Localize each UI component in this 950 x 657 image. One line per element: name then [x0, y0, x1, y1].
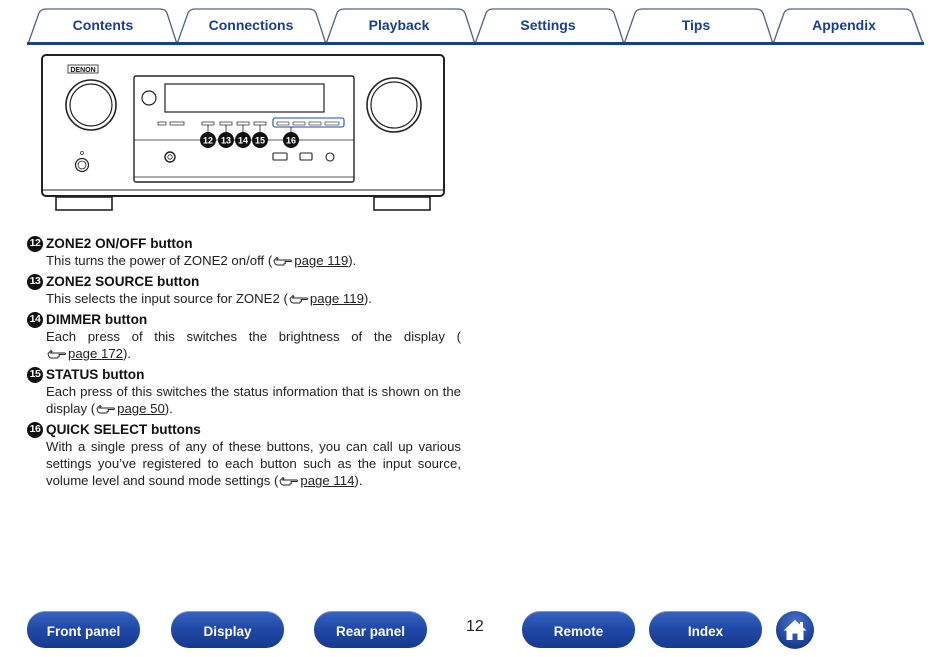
tab-appendix[interactable]: Appendix [812, 17, 876, 33]
tab-playback[interactable]: Playback [368, 17, 430, 33]
item-text-tail: ). [363, 291, 372, 306]
tab-contents[interactable]: Contents [72, 17, 134, 33]
page-link[interactable]: page 119 [294, 253, 349, 268]
tab-underline [27, 42, 924, 45]
item-text-tail: ). [354, 473, 363, 488]
rear-panel-button[interactable]: Rear panel [314, 611, 427, 648]
item-text-tail: ). [348, 253, 357, 268]
remote-button[interactable]: Remote [522, 611, 635, 648]
item-number: 15 [27, 366, 43, 383]
display-button[interactable]: Display [171, 611, 284, 648]
item-status: 15 STATUS button Each press of this swit… [27, 366, 461, 417]
page-link[interactable]: page 50 [117, 401, 165, 416]
item-title: QUICK SELECT buttons [46, 422, 201, 437]
item-text: This selects the input source for ZONE2 … [46, 291, 288, 306]
item-dimmer: 14 DIMMER button Each press of this swit… [27, 311, 461, 362]
item-title: ZONE2 SOURCE button [46, 274, 200, 289]
page-link[interactable]: page 119 [309, 291, 364, 306]
item-title: STATUS button [46, 367, 145, 382]
pointing-hand-icon [289, 294, 309, 304]
item-text-tail: ). [164, 401, 173, 416]
tab-settings[interactable]: Settings [520, 17, 576, 33]
item-text: Each press of this switches the status i… [46, 384, 461, 416]
item-number: 12 [27, 235, 43, 252]
item-title: DIMMER button [46, 312, 148, 327]
tab-strip [27, 8, 924, 45]
pointing-hand-icon [279, 476, 299, 486]
home-icon [783, 620, 807, 640]
page-number: 12 [466, 618, 484, 635]
item-zone2-source: 13 ZONE2 SOURCE button This selects the … [27, 273, 461, 307]
callout-12: 12 [203, 136, 213, 146]
item-text-tail: ). [123, 346, 132, 361]
home-button[interactable] [776, 611, 814, 649]
tab-connections[interactable]: Connections [208, 17, 294, 33]
page-link[interactable]: page 172 [68, 346, 124, 361]
callout-13: 13 [221, 136, 231, 146]
pointing-hand-icon [96, 404, 116, 414]
item-quick-select: 16 QUICK SELECT buttons With a single pr… [27, 421, 461, 489]
button-descriptions: 12 ZONE2 ON/OFF button This turns the po… [27, 235, 461, 493]
item-number: 14 [27, 311, 43, 328]
index-button[interactable]: Index [649, 611, 762, 648]
item-title: ZONE2 ON/OFF button [46, 236, 193, 251]
item-text: This turns the power of ZONE2 on/off ( [46, 253, 273, 268]
page-link[interactable]: page 114 [300, 473, 355, 488]
pointing-hand-icon [47, 349, 67, 359]
pointing-hand-icon [273, 256, 293, 266]
callout-16: 16 [286, 136, 296, 146]
front-panel-button[interactable]: Front panel [27, 611, 140, 648]
item-number: 13 [27, 273, 43, 290]
item-text: With a single press of any of these butt… [46, 439, 461, 488]
item-number: 16 [27, 421, 43, 438]
item-text: Each press of this switches the brightne… [46, 329, 461, 344]
tab-tips[interactable]: Tips [681, 17, 711, 33]
item-zone2-onoff: 12 ZONE2 ON/OFF button This turns the po… [27, 235, 461, 269]
callout-14: 14 [238, 136, 248, 146]
receiver-front-panel-illustration: DENON 12 13 [41, 54, 445, 211]
brand-logo: DENON [70, 67, 95, 74]
callout-15: 15 [255, 136, 265, 146]
